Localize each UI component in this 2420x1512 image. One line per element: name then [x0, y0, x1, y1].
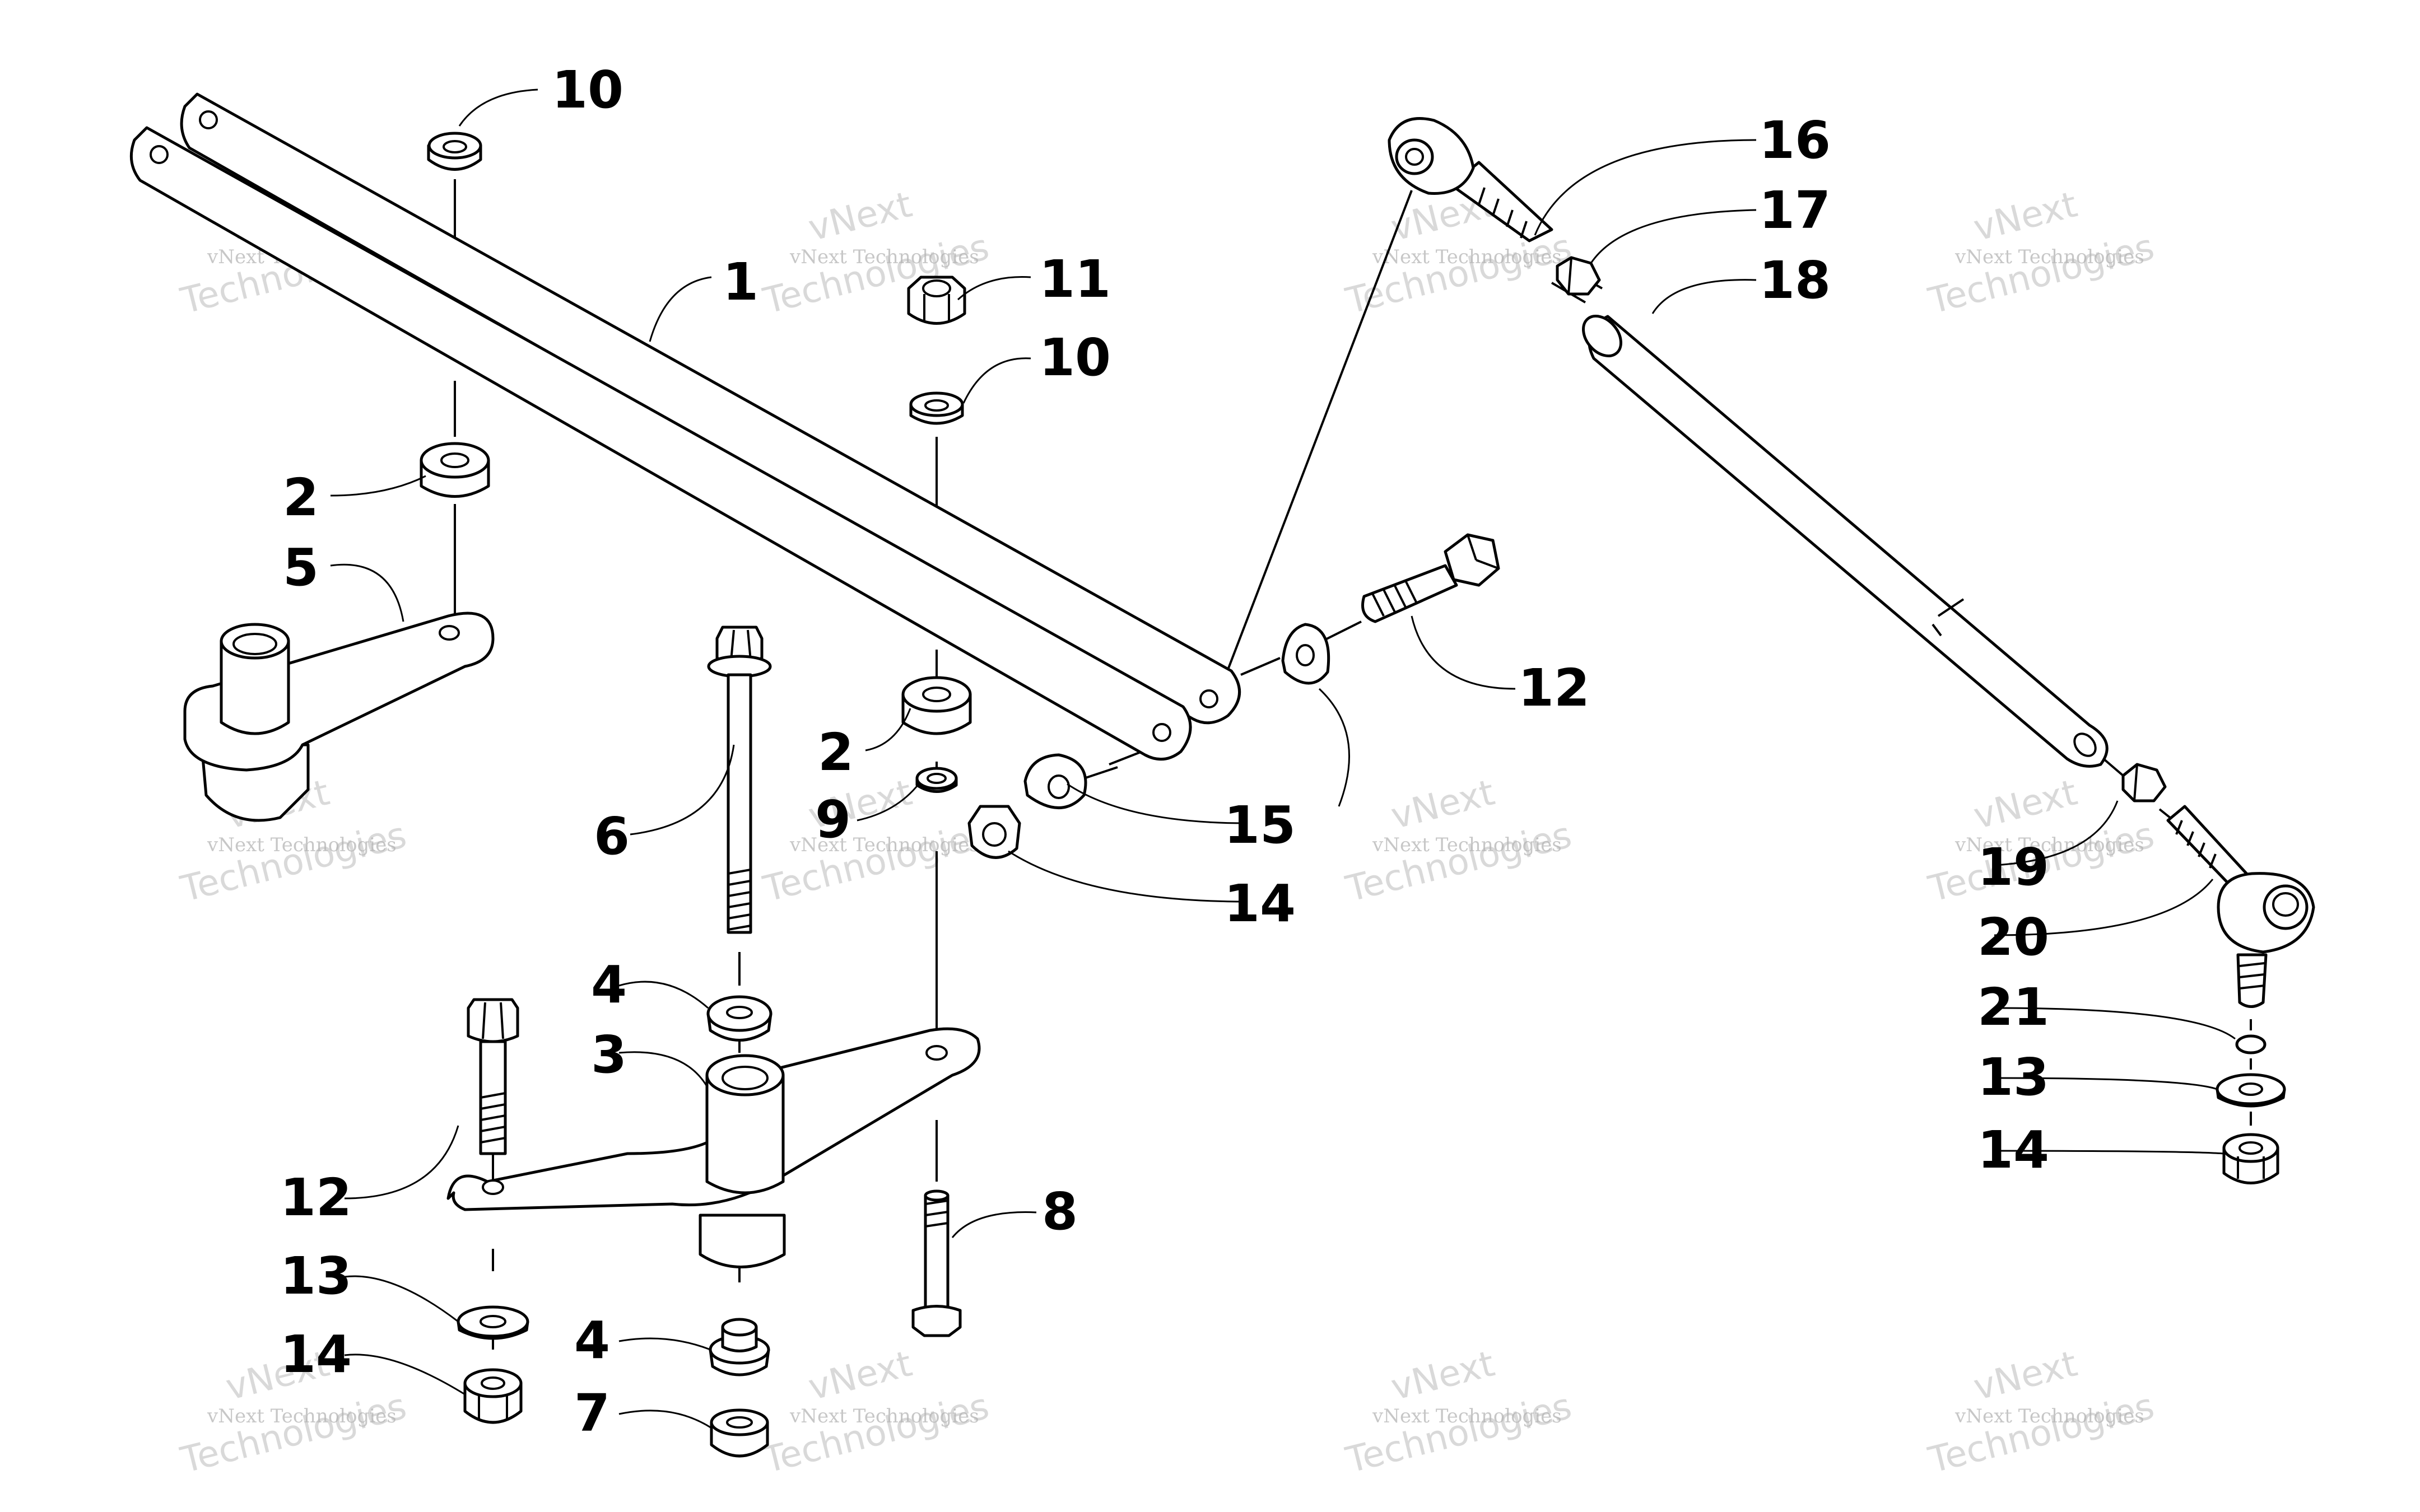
svg-text:vNext: vNext	[1970, 1343, 2081, 1408]
svg-text:Technologies: Technologies	[1924, 226, 2158, 323]
svg-text:Technologies: Technologies	[759, 814, 993, 911]
callout-12: 12	[1518, 658, 1590, 718]
svg-text:vNext Technologies: vNext Technologies	[789, 1405, 979, 1427]
svg-text:vNext Technologies: vNext Technologies	[1954, 246, 2144, 268]
callout-17: 17	[1759, 180, 1831, 240]
bolt-part-6	[707, 626, 772, 934]
watermark-group: vNext Technologies vNext Technologies vN…	[176, 184, 2158, 1481]
watermark: vNext Technologies vNext Technologies	[759, 772, 993, 910]
callout-4: 4	[591, 955, 627, 1015]
callout-2: 2	[818, 722, 854, 782]
watermark: vNext Technologies vNext Technologies	[1342, 1343, 1576, 1481]
steering-arm-part-5	[183, 612, 495, 822]
svg-text:Technologies: Technologies	[176, 814, 411, 911]
callout-11: 11	[1039, 249, 1111, 309]
nut-part-14c	[2222, 1133, 2279, 1184]
callout-7: 7	[574, 1383, 610, 1443]
watermark: vNext Technologies vNext Technologies	[1924, 1343, 2158, 1481]
washer-part-4a	[706, 995, 772, 1042]
bushing-part-2a	[420, 442, 490, 498]
callout-10: 10	[552, 60, 623, 120]
steering-arm-part-3	[446, 1027, 981, 1268]
callout-labels: 10 1 11 10 2 5 6 2 9 4 3 15 14 12 12 13 …	[280, 60, 2049, 1443]
washer-part-15	[1023, 753, 1087, 809]
callout-19: 19	[1977, 837, 2049, 897]
svg-text:vNext: vNext	[1387, 1343, 1498, 1408]
washer-part-9	[915, 767, 958, 793]
jam-nut-part-17	[1556, 256, 1601, 296]
bolt-part-8	[911, 1189, 962, 1337]
washer-part-21	[2235, 1034, 2267, 1054]
svg-text:vNext Technologies: vNext Technologies	[207, 834, 397, 856]
bushing-part-2b	[901, 676, 972, 735]
callout-20: 20	[1977, 907, 2049, 967]
svg-text:Technologies: Technologies	[176, 1385, 411, 1482]
callout-3: 3	[591, 1025, 627, 1085]
svg-text:vNext: vNext	[1970, 184, 2081, 249]
watermark: vNext Technologies vNext Technologies	[1342, 184, 1576, 322]
svg-text:vNext Technologies: vNext Technologies	[1954, 1405, 2144, 1427]
svg-text:Technologies: Technologies	[759, 1385, 993, 1482]
svg-text:Technologies: Technologies	[1342, 1385, 1576, 1482]
callout-10: 10	[1039, 328, 1111, 388]
svg-text:vNext Technologies: vNext Technologies	[1372, 834, 1562, 856]
callout-12: 12	[280, 1168, 352, 1228]
callout-18: 18	[1759, 250, 1831, 310]
washer-part-10a	[427, 132, 482, 171]
nut-part-14a	[463, 1368, 523, 1424]
callout-13: 13	[280, 1246, 352, 1306]
flange-nut-part-4b	[709, 1318, 770, 1376]
callout-6: 6	[594, 806, 630, 866]
leader-lines	[330, 88, 2236, 1429]
callout-21: 21	[1977, 977, 2049, 1037]
callout-14: 14	[280, 1324, 352, 1384]
callout-14: 14	[1224, 874, 1296, 934]
callout-1: 1	[723, 252, 758, 312]
watermark: vNext Technologies vNext Technologies	[759, 1343, 993, 1481]
svg-text:vNext Technologies: vNext Technologies	[1372, 246, 1562, 268]
svg-text:vNext: vNext	[1970, 772, 2081, 837]
jam-nut-part-19	[2121, 763, 2167, 802]
tie-rod-end-part-16	[1388, 117, 1553, 242]
svg-text:vNext: vNext	[1387, 772, 1498, 837]
callout-9: 9	[815, 790, 851, 850]
callout-5: 5	[283, 538, 319, 598]
bolt-part-12a	[467, 998, 519, 1155]
tie-rod-end-part-20	[2166, 805, 2315, 1008]
washer-part-10b	[909, 391, 964, 425]
svg-text:vNext Technologies: vNext Technologies	[789, 246, 979, 268]
svg-text:vNext Technologies: vNext Technologies	[789, 834, 979, 856]
pitman-arm-part-1	[129, 92, 1241, 761]
nut-part-11	[907, 276, 966, 325]
svg-text:vNext Technologies: vNext Technologies	[1372, 1405, 1562, 1427]
nut-part-14b	[967, 805, 1021, 859]
callout-15: 15	[1224, 795, 1296, 855]
svg-text:vNext Technologies: vNext Technologies	[207, 1405, 397, 1427]
washer-part-13a	[457, 1305, 529, 1340]
watermark: vNext Technologies vNext Technologies	[1342, 772, 1576, 910]
washer-part-13b	[2216, 1073, 2286, 1108]
svg-text:Technologies: Technologies	[1924, 1385, 2158, 1482]
cap-nut-part-7	[710, 1408, 769, 1458]
callout-4: 4	[574, 1310, 610, 1370]
svg-text:vNext: vNext	[804, 1343, 916, 1408]
bolt-part-12b	[1361, 533, 1500, 623]
svg-text:Technologies: Technologies	[1342, 814, 1576, 911]
washer-part-15b	[1281, 623, 1330, 685]
callout-14: 14	[1977, 1120, 2049, 1180]
callout-2: 2	[283, 468, 319, 528]
svg-text:vNext Technologies: vNext Technologies	[1954, 834, 2144, 856]
watermark: vNext Technologies vNext Technologies	[1924, 184, 2158, 322]
svg-text:Technologies: Technologies	[1342, 226, 1576, 323]
callout-8: 8	[1042, 1182, 1078, 1242]
callout-16: 16	[1759, 110, 1831, 170]
tie-rod-tube-part-18	[1582, 314, 2109, 768]
callout-13: 13	[1977, 1047, 2049, 1107]
svg-text:vNext: vNext	[804, 184, 916, 249]
